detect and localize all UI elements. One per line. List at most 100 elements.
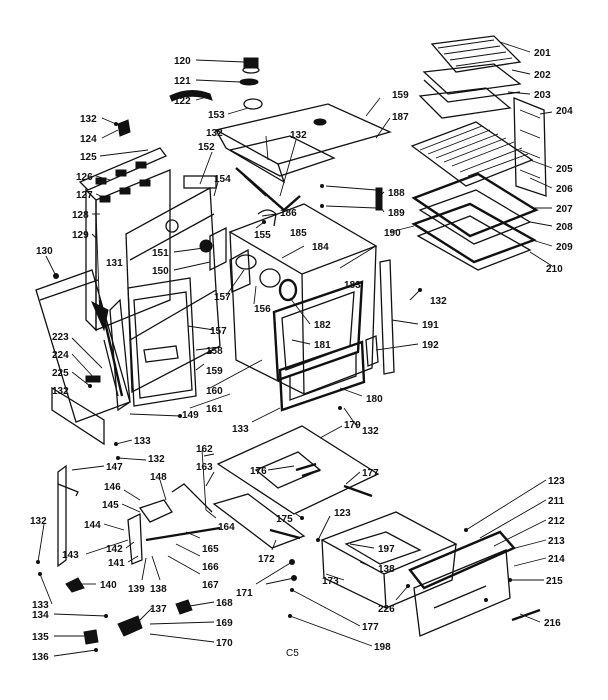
label-201: 201 <box>534 48 551 59</box>
label-132-e: 132 <box>206 128 223 139</box>
label-189: 189 <box>388 208 405 219</box>
label-179: 179 <box>344 420 361 431</box>
label-136: 136 <box>32 652 49 663</box>
label-133-b: 133 <box>32 600 49 611</box>
label-160: 160 <box>206 386 223 397</box>
label-124: 124 <box>80 134 97 145</box>
label-177: 177 <box>362 468 379 479</box>
label-132-f: 132 <box>290 130 307 141</box>
part-burner-tray <box>212 493 306 549</box>
label-188: 188 <box>388 188 405 199</box>
footer-code: C5 <box>286 648 299 659</box>
label-132-d: 132 <box>30 516 47 527</box>
fastener-dots <box>36 122 512 652</box>
part-broiler-pan <box>418 35 522 119</box>
part-clip-122 <box>169 90 213 102</box>
part-side-strip <box>365 259 395 375</box>
label-175: 175 <box>276 514 293 525</box>
label-223: 223 <box>52 332 69 343</box>
label-209: 209 <box>556 242 573 253</box>
label-208: 208 <box>556 222 573 233</box>
label-165: 165 <box>202 544 219 555</box>
label-139: 139 <box>128 584 145 595</box>
label-126: 126 <box>76 172 93 183</box>
label-204: 204 <box>556 106 573 117</box>
label-197: 197 <box>378 544 395 555</box>
label-166: 166 <box>202 562 219 573</box>
label-121: 121 <box>174 76 191 87</box>
label-158: 158 <box>206 346 223 357</box>
label-127: 127 <box>76 190 93 201</box>
label-213: 213 <box>548 536 565 547</box>
label-191: 191 <box>422 320 439 331</box>
label-226: 226 <box>378 604 395 615</box>
label-152: 152 <box>198 142 215 153</box>
label-137: 137 <box>150 604 167 615</box>
part-bracket-137 <box>117 615 143 637</box>
label-162: 162 <box>196 444 213 455</box>
part-oven-liner <box>125 175 251 394</box>
part-control-trim <box>228 135 336 212</box>
label-214: 214 <box>548 554 565 565</box>
label-141: 141 <box>108 558 125 569</box>
label-206: 206 <box>556 184 573 195</box>
label-186: 186 <box>280 208 297 219</box>
label-159: 159 <box>392 90 409 101</box>
label-146: 146 <box>104 482 121 493</box>
label-132-b: 132 <box>52 386 69 397</box>
part-storage-drawer <box>320 511 458 610</box>
label-198: 198 <box>374 642 391 653</box>
label-132-g: 132 <box>362 426 379 437</box>
label-171: 171 <box>236 588 253 599</box>
part-ring-153 <box>243 98 263 110</box>
part-clip-135 <box>83 629 99 645</box>
label-120: 120 <box>174 56 191 67</box>
label-224: 224 <box>52 350 69 361</box>
label-159-b: 159 <box>206 366 223 377</box>
label-154: 154 <box>214 174 231 185</box>
label-123-b: 123 <box>548 476 565 487</box>
label-157-b: 157 <box>210 326 227 337</box>
label-215: 215 <box>546 576 563 587</box>
label-131: 131 <box>106 258 123 269</box>
label-155: 155 <box>254 230 271 241</box>
label-216: 216 <box>544 618 561 629</box>
label-132: 132 <box>80 114 97 125</box>
part-drawer-front <box>408 530 541 637</box>
label-203: 203 <box>534 90 551 101</box>
label-153: 153 <box>208 110 225 121</box>
label-132-c: 132 <box>148 454 165 465</box>
label-123: 123 <box>334 508 351 519</box>
label-129: 129 <box>72 230 89 241</box>
label-135: 135 <box>32 632 49 643</box>
label-210: 210 <box>546 264 563 275</box>
label-140: 140 <box>100 580 117 591</box>
label-163: 163 <box>196 462 213 473</box>
label-147: 147 <box>106 462 123 473</box>
label-133: 133 <box>134 436 151 447</box>
label-184: 184 <box>312 242 329 253</box>
part-oven-rack <box>410 121 534 187</box>
part-knob-120 <box>242 57 260 74</box>
part-washer-121 <box>239 78 259 86</box>
label-202: 202 <box>534 70 551 81</box>
label-156: 156 <box>254 304 271 315</box>
label-212: 212 <box>548 516 565 527</box>
label-177-b: 177 <box>362 622 379 633</box>
label-183: 183 <box>344 280 361 291</box>
label-169: 169 <box>216 618 233 629</box>
label-167: 167 <box>202 580 219 591</box>
label-176: 176 <box>250 466 267 477</box>
label-170: 170 <box>216 638 233 649</box>
label-192: 192 <box>422 340 439 351</box>
label-172: 172 <box>258 554 275 565</box>
label-168: 168 <box>216 598 233 609</box>
label-134: 134 <box>32 610 49 621</box>
part-rear-panel <box>513 97 547 197</box>
label-185: 185 <box>290 228 307 239</box>
label-182: 182 <box>314 320 331 331</box>
label-207: 207 <box>556 204 573 215</box>
part-bracket-124 <box>117 119 131 137</box>
label-125: 125 <box>80 152 97 163</box>
part-cooktop <box>216 425 380 515</box>
